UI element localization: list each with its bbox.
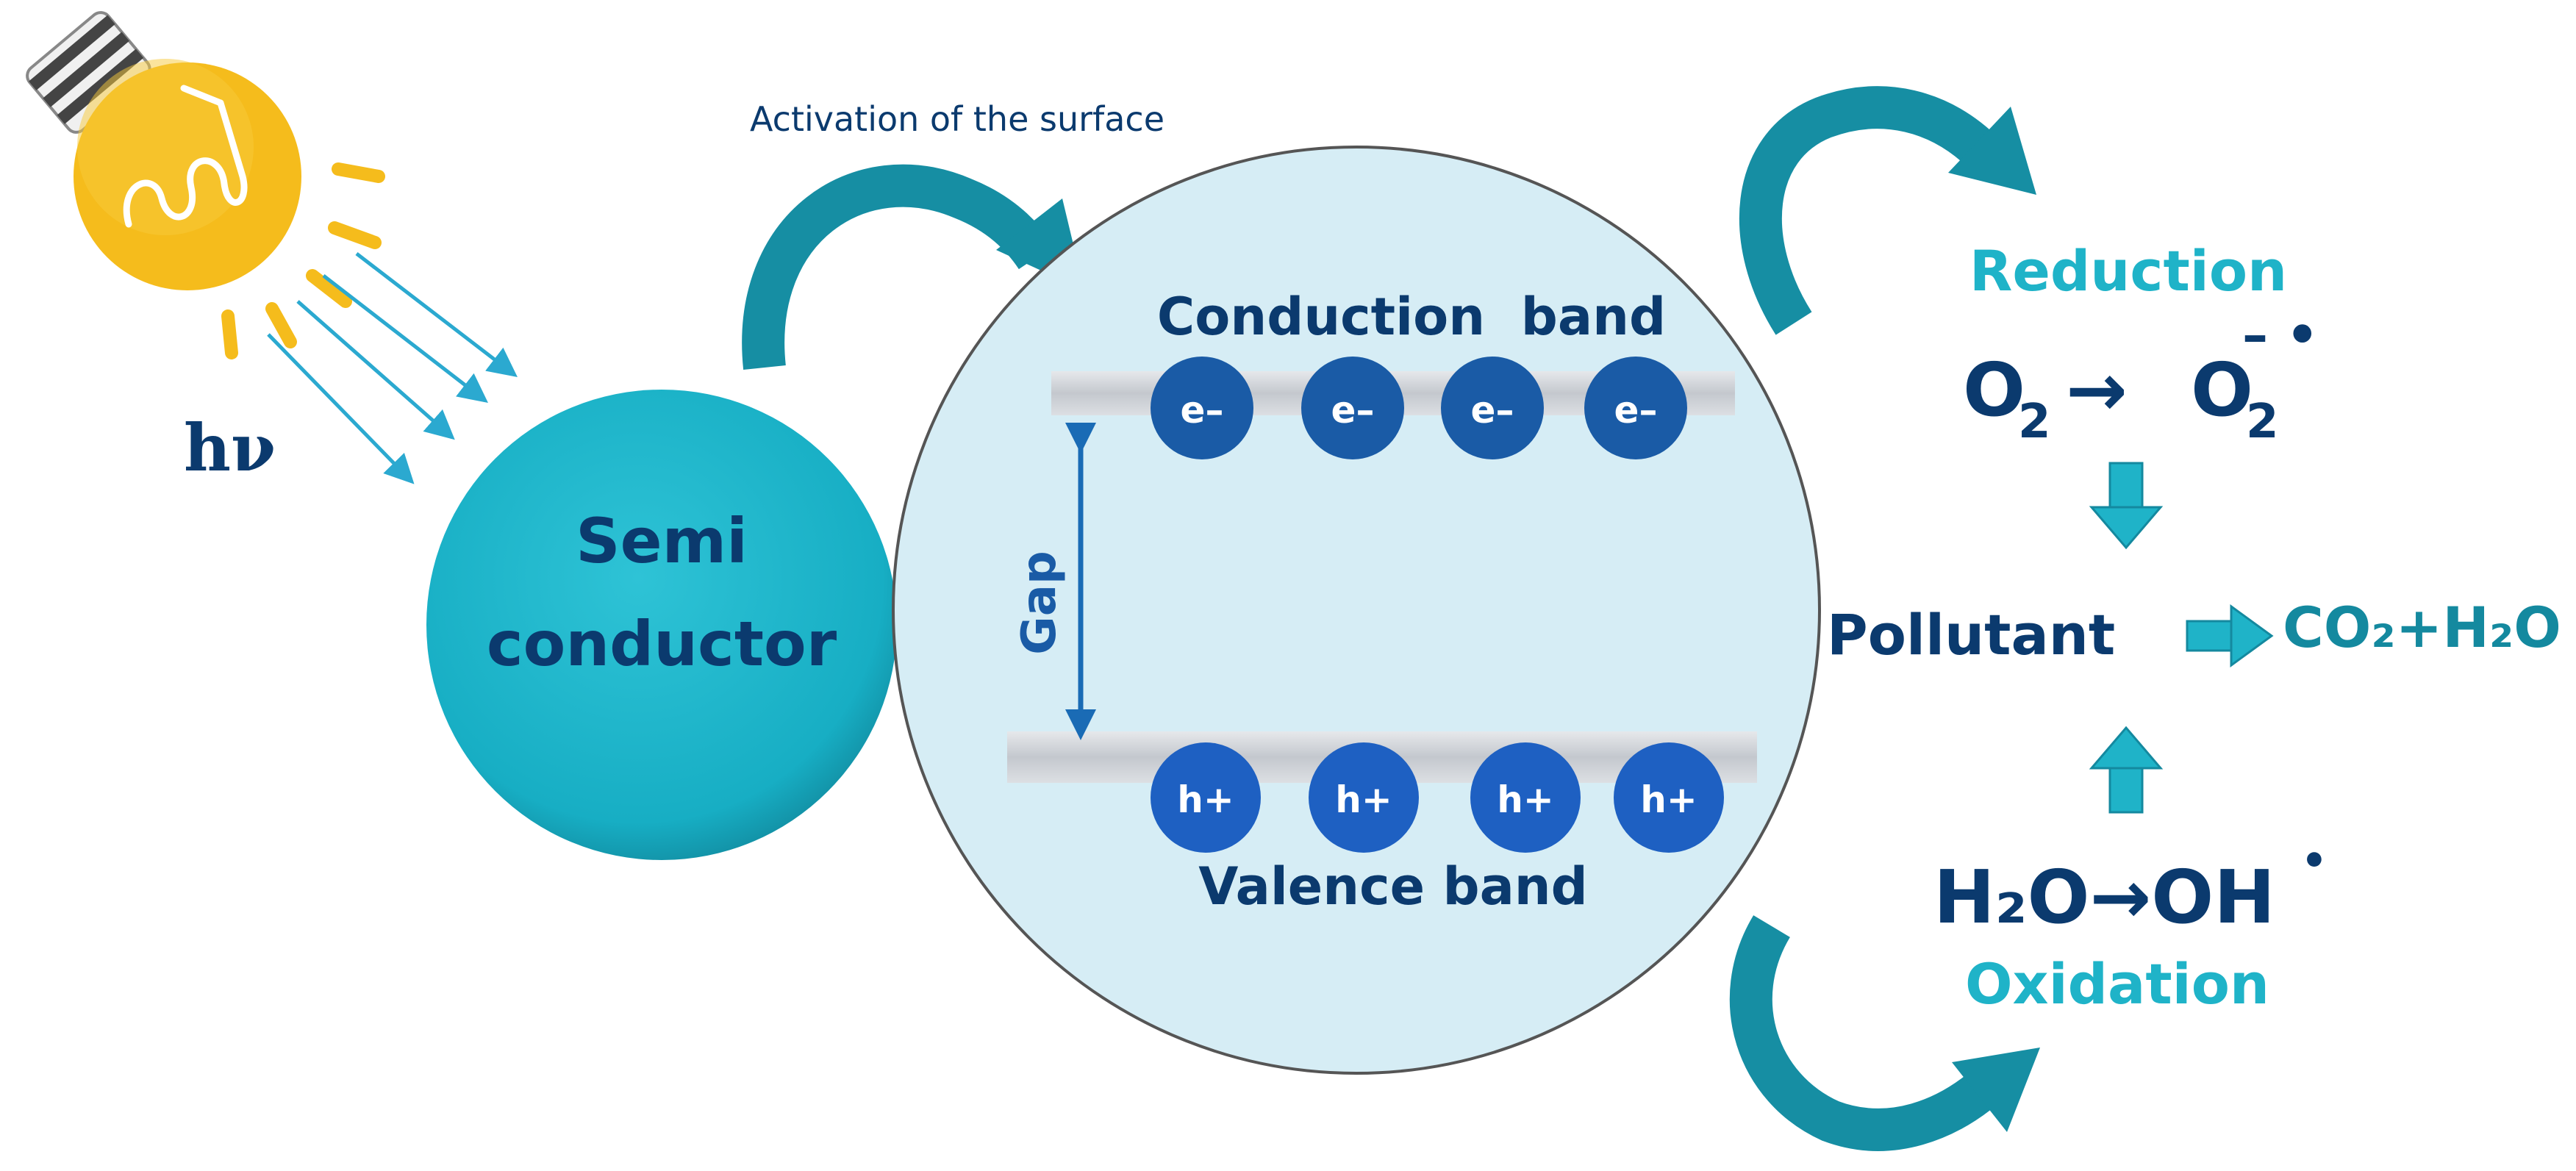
oxidation-label: Oxidation	[1965, 951, 2269, 1017]
o2-radical-symbol: O	[2191, 347, 2253, 433]
oh-radical-dot: •	[2301, 837, 2328, 885]
electrons: e– e– e– e–	[1151, 357, 1687, 459]
block-arrow-icon	[2089, 726, 2164, 814]
curved-arrow-icon	[1729, 915, 2040, 1151]
block-arrow-icon	[2089, 462, 2164, 550]
band-diagram: Conduction band e– e– e– e– h+ h+ h+ h+ …	[892, 146, 1821, 1075]
h2o-oh-text: H₂O→OH	[1933, 854, 2275, 940]
hole-label: h+	[1335, 778, 1392, 821]
block-arrow-icon	[2186, 604, 2274, 667]
holes: h+ h+ h+ h+	[1151, 742, 1724, 853]
electron-label: e–	[1471, 389, 1514, 431]
light-bulb-icon	[26, 11, 385, 359]
valence-band-label: Valence band	[1198, 856, 1588, 917]
hole-label: h+	[1640, 778, 1697, 821]
light-rays	[267, 252, 518, 484]
semiconductor-sphere: Semi conductor	[426, 390, 897, 860]
products-label: CO₂+H₂O	[2283, 595, 2561, 660]
semiconductor-label-line1: Semi	[576, 505, 748, 577]
hv-label: hν	[184, 409, 276, 486]
hole-label: h+	[1497, 778, 1554, 821]
semiconductor-label-line2: conductor	[487, 608, 837, 680]
reduction-label: Reduction	[1969, 238, 2287, 304]
oxidation-equation: H₂O→OH •	[1933, 837, 2328, 940]
conduction-band-label: Conduction band	[1157, 287, 1666, 347]
o2-symbol: O	[1963, 347, 2025, 433]
reduction-equation: O 2 → O 2 – •	[1963, 305, 2319, 449]
o2-subscript: 2	[2018, 395, 2051, 449]
reduction-arrow: →	[2066, 347, 2128, 433]
pollutant-label: Pollutant	[1827, 602, 2115, 667]
hole-label: h+	[1177, 778, 1234, 821]
electron-label: e–	[1614, 389, 1658, 431]
electron-label: e–	[1181, 389, 1224, 431]
activation-label: Activation of the surface	[750, 99, 1164, 139]
o2-radical-superscript: – •	[2242, 305, 2319, 365]
o2-radical-subscript: 2	[2246, 395, 2279, 449]
curved-arrow-icon	[1739, 86, 2036, 335]
gap-label: Gap	[1012, 551, 1067, 655]
electron-label: e–	[1331, 389, 1375, 431]
